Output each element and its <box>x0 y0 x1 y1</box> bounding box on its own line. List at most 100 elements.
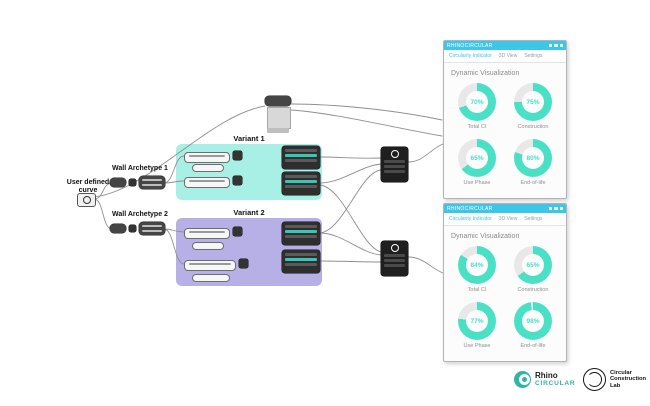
ccl-logo: Circular Construction Lab <box>583 368 646 391</box>
wall-archetype-2-label: Wall Archetype 2 <box>112 211 168 218</box>
wire <box>319 260 382 263</box>
wire <box>290 103 443 121</box>
archetype-node[interactable] <box>110 178 126 187</box>
donut-value: 65% <box>470 154 484 162</box>
tab-3d-view[interactable]: 3D View <box>498 216 518 222</box>
wire <box>319 184 382 253</box>
circularity-component[interactable] <box>282 222 320 245</box>
preview-node-body[interactable] <box>267 107 291 129</box>
donut-use-phase: 77% Use Phase <box>458 302 496 349</box>
donut-construction: 75% Construction <box>514 83 552 130</box>
donut-value: 84% <box>470 261 484 269</box>
ccl-icon <box>583 368 606 391</box>
wire <box>319 232 382 256</box>
wall-archetype-1-label: Wall Archetype 1 <box>112 165 168 172</box>
input-pill[interactable] <box>184 228 230 239</box>
param-node[interactable] <box>129 179 136 186</box>
circularity-panel-1: RHINOCIRCULAR Circularity Indicator 3D V… <box>443 40 567 199</box>
slider-pill[interactable] <box>192 274 230 282</box>
donut-caption: Construction <box>517 287 549 293</box>
donut-total-ci: 84% Total CI <box>458 246 496 293</box>
rhinocircular-icon <box>514 371 531 388</box>
donut-chart: 65% <box>458 139 496 177</box>
donut-caption: End-of-life <box>520 343 546 349</box>
close-button[interactable] <box>559 43 563 48</box>
donut-grid: 70% Total CI 75% Construction 65% Use Ph… <box>444 80 566 192</box>
panel-2-title: RHINOCIRCULAR <box>447 205 493 212</box>
maximize-button[interactable] <box>554 206 558 211</box>
minimize-button[interactable] <box>548 206 552 211</box>
preview-node-header[interactable] <box>265 96 291 106</box>
donut-value: 75% <box>526 98 540 106</box>
donut-chart: 84% <box>458 246 496 284</box>
tab-settings[interactable]: Settings <box>524 216 543 222</box>
circularity-panel-2: RHINOCIRCULAR Circularity Indicator 3D V… <box>443 203 567 362</box>
user-curve-label: User defined curve <box>66 179 110 194</box>
variant-1-label: Variant 1 <box>233 134 265 143</box>
param-node[interactable] <box>233 227 242 236</box>
wire <box>407 256 444 274</box>
indicator-icon <box>390 244 399 252</box>
window-controls <box>548 206 563 211</box>
donut-caption: Use Phase <box>463 343 491 349</box>
donut-caption: Total CI <box>467 287 487 293</box>
donut-caption: Total CI <box>467 124 487 130</box>
archetype-component[interactable] <box>139 176 165 189</box>
input-pill[interactable] <box>184 152 230 163</box>
rhinocircular-sub: CIRCULAR <box>535 379 576 387</box>
param-node[interactable] <box>239 259 248 268</box>
window-controls <box>548 43 563 48</box>
panel-2-heading: Dynamic Visualization <box>451 233 520 240</box>
rhinocircular-name: Rhino <box>535 370 558 380</box>
wire <box>319 156 382 159</box>
panel-1-titlebar[interactable]: RHINOCIRCULAR <box>444 41 566 50</box>
donut-chart: 65% <box>514 246 552 284</box>
donut-total-ci: 70% Total CI <box>458 83 496 130</box>
donut-end-of-life: 80% End-of-life <box>514 139 552 186</box>
param-node[interactable] <box>129 225 136 232</box>
panel-1-menubar: Circularity Indicator 3D View Settings <box>444 50 566 63</box>
slider-pill[interactable] <box>192 164 224 172</box>
maximize-button[interactable] <box>554 43 558 48</box>
param-node[interactable] <box>233 151 242 160</box>
slider-pill[interactable] <box>192 242 224 250</box>
ccl-line2: Construction <box>610 376 647 383</box>
tab-circularity-indicator[interactable]: Circularity Indicator <box>449 216 492 222</box>
tab-3d-view[interactable]: 3D View <box>498 53 518 59</box>
wire <box>407 143 444 163</box>
tab-settings[interactable]: Settings <box>524 53 543 59</box>
wire <box>290 109 443 137</box>
donut-chart: 77% <box>458 302 496 340</box>
wall-archetype-2-cluster[interactable] <box>110 221 166 237</box>
indicator-relay-node-2[interactable] <box>381 241 408 276</box>
ccl-line1: Circular <box>610 369 632 376</box>
donut-chart: 80% <box>514 139 552 177</box>
archetype-node[interactable] <box>110 224 126 233</box>
circularity-component[interactable] <box>282 146 320 169</box>
input-pill[interactable] <box>184 177 230 188</box>
minimize-button[interactable] <box>548 43 552 48</box>
indicator-icon <box>390 150 399 158</box>
ccl-line3: Lab <box>610 382 621 389</box>
panel-1-title: RHINOCIRCULAR <box>447 42 493 49</box>
panel-2-titlebar[interactable]: RHINOCIRCULAR <box>444 204 566 213</box>
donut-grid: 84% Total CI 65% Construction 77% Use Ph… <box>444 243 566 355</box>
archetype-component[interactable] <box>139 222 165 235</box>
circularity-component[interactable] <box>282 172 320 195</box>
curve-param-node[interactable] <box>77 193 96 207</box>
donut-caption: Construction <box>517 124 549 130</box>
donut-value: 70% <box>470 98 484 106</box>
param-node[interactable] <box>233 176 242 185</box>
close-button[interactable] <box>559 206 563 211</box>
preview-node-footer[interactable] <box>267 128 289 133</box>
wall-archetype-1-cluster[interactable] <box>110 175 166 191</box>
donut-chart: 70% <box>458 83 496 121</box>
tab-circularity-indicator[interactable]: Circularity Indicator <box>449 53 492 59</box>
rhinocircular-logo: Rhino CIRCULAR <box>514 371 575 388</box>
donut-end-of-life: 98% End-of-life <box>514 302 552 349</box>
circularity-component[interactable] <box>282 250 320 273</box>
indicator-relay-node-1[interactable] <box>381 147 408 182</box>
input-pill[interactable] <box>184 260 236 271</box>
variant-2-label: Variant 2 <box>233 208 265 217</box>
donut-value: 80% <box>526 154 540 162</box>
